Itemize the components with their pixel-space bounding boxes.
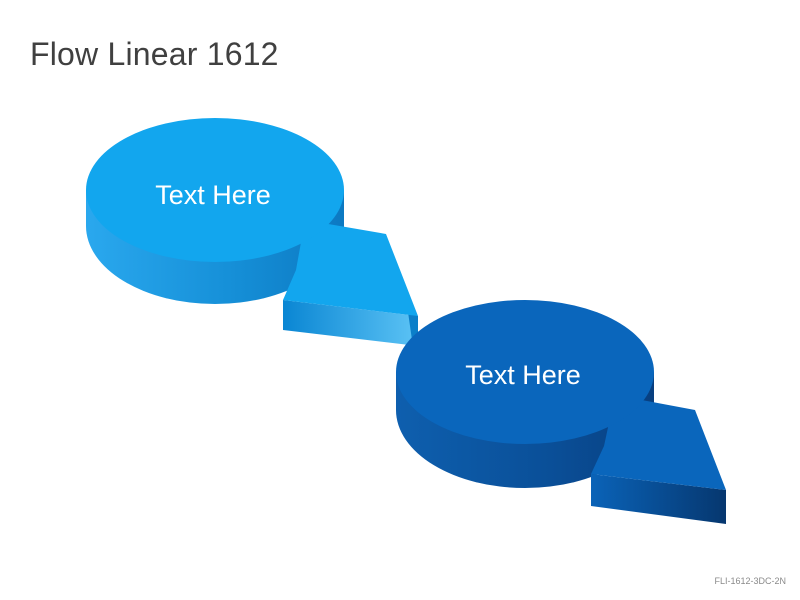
node-1-arrow-top — [283, 220, 418, 316]
slide-title: Flow Linear 1612 — [30, 36, 279, 72]
slide-code: FLI-1612-3DC-2N — [714, 576, 786, 586]
node-1-label: Text Here — [155, 180, 271, 210]
node-2-arrow-top — [591, 395, 726, 490]
node-2-label: Text Here — [465, 360, 581, 390]
flow-node-2: Text Here — [396, 300, 726, 524]
node-1-top — [86, 118, 344, 262]
flow-node-1: Text Here — [86, 118, 418, 346]
node-2-arrow-side — [591, 474, 726, 524]
node-1-arrow-side — [283, 300, 418, 346]
node-2-top — [396, 300, 654, 444]
